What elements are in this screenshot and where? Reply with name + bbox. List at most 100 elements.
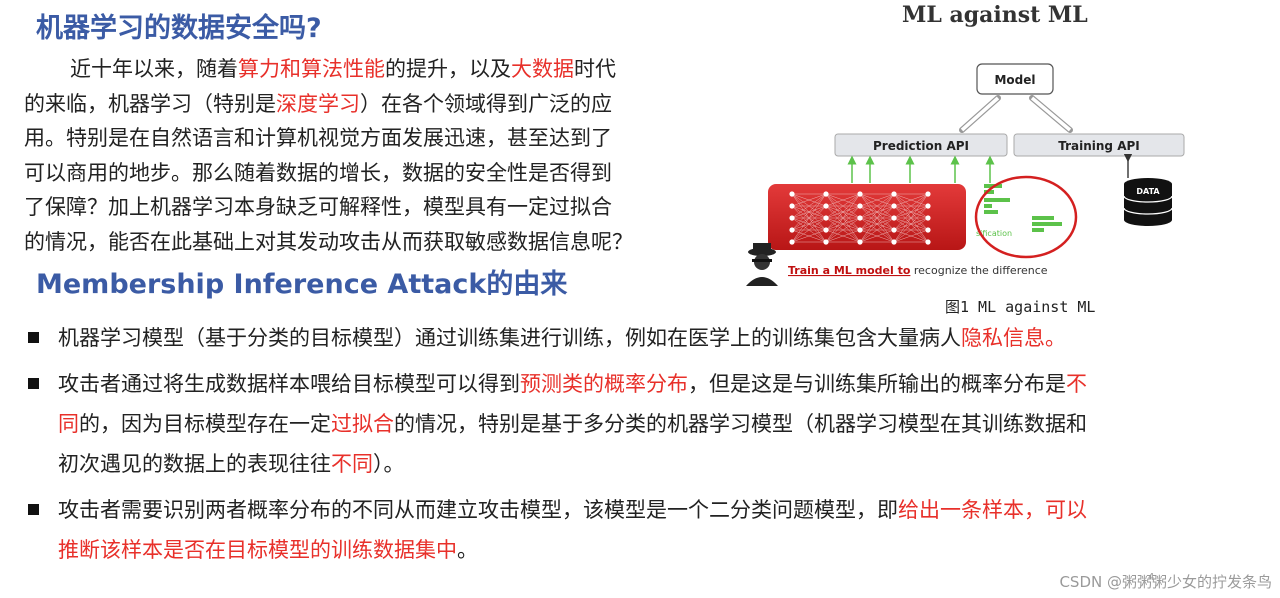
ml-diagram: Model Prediction API Training API <box>746 63 1185 286</box>
highlight-text: 推断该样本是否在目标模型的训练数据集中 <box>58 538 457 562</box>
square-bullet-icon <box>28 378 39 389</box>
probability-bar <box>1032 228 1044 232</box>
highlight-text: 预测类的概率分布 <box>520 372 688 396</box>
body-text: ）。 <box>373 452 405 476</box>
network-node <box>789 203 795 209</box>
network-node <box>891 203 897 209</box>
prediction-api-box: Prediction API <box>834 133 1008 157</box>
body-text: 了保障？加上机器学习本身缺乏可解释性，模型具有一定过拟合 <box>24 195 612 219</box>
body-text: 时代 <box>574 57 616 81</box>
text-line: 同的，因为目标模型存在一定过拟合的情况，特别是基于多分类的机器学习模型（机器学习… <box>58 404 1274 444</box>
figure-title: ML against ML <box>902 2 1088 28</box>
network-node <box>891 191 897 197</box>
network-node <box>891 215 897 221</box>
network-node <box>925 239 931 245</box>
body-text: 近十年以来，随着 <box>70 57 238 81</box>
body-text: 机器学习模型（基于分类的目标模型）通过训练集进行训练，例如在医学上的训练集包含大… <box>58 326 961 350</box>
text-line: 机器学习模型（基于分类的目标模型）通过训练集进行训练，例如在医学上的训练集包含大… <box>58 318 1274 358</box>
probability-bar <box>984 204 992 208</box>
body-text: 的，因为目标模型存在一定 <box>79 412 331 436</box>
text-line: 用。特别是在自然语言和计算机视觉方面发展迅速，甚至达到了 <box>24 121 724 156</box>
text-line: 近十年以来，随着算力和算法性能的提升，以及大数据时代 <box>24 52 724 87</box>
body-text: 攻击者需要识别两者概率分布的不同从而建立攻击模型，该模型是一个二分类问题模型，即 <box>58 498 898 522</box>
highlight-text: 大数据 <box>511 57 574 81</box>
highlight-text: 同 <box>58 412 79 436</box>
highlight-text: 深度学习 <box>276 91 360 116</box>
highlight-text: 不 <box>1066 372 1087 396</box>
highlight-text: 隐私信息。 <box>961 326 1066 350</box>
network-node <box>789 227 795 233</box>
network-node <box>789 239 795 245</box>
body-text: ）在各个领域得到广泛的应 <box>360 91 612 116</box>
neural-network-block <box>768 184 966 250</box>
square-bullet-icon <box>28 332 39 343</box>
body-text: 攻击者通过将生成数据样本喂给目标模型可以得到 <box>58 372 520 396</box>
text-line: 攻击者需要识别两者概率分布的不同从而建立攻击模型，该模型是一个二分类问题模型，即… <box>58 490 1274 530</box>
body-text: 可以商用的地步。那么随着数据的增长，数据的安全性是否得到 <box>24 160 612 185</box>
probability-bar <box>1032 216 1054 220</box>
intro-paragraph: 近十年以来，随着算力和算法性能的提升，以及大数据时代的来临，机器学习（特别是深度… <box>24 52 724 259</box>
text-line: 初次遇见的数据上的表现往往不同）。 <box>58 444 1274 484</box>
csdn-watermark: CSDN @粥粥粥少女的拧发条鸟 <box>1059 573 1272 591</box>
bullet-list: 机器学习模型（基于分类的目标模型）通过训练集进行训练，例如在医学上的训练集包含大… <box>24 318 1274 576</box>
train-caption: Train a ML model to recognize the differ… <box>788 264 1048 277</box>
highlight-text: 不同 <box>331 452 373 476</box>
body-text: ，但是这是与训练集所输出的概率分布是 <box>688 372 1066 396</box>
text-line: 推断该样本是否在目标模型的训练数据集中。 <box>58 530 1274 570</box>
network-node <box>857 203 863 209</box>
text-line: 的情况，能否在此基础上对其发动攻击从而获取敏感数据信息呢？ <box>24 225 724 260</box>
network-node <box>857 239 863 245</box>
database-icon: DATA <box>1123 178 1173 226</box>
probability-bar <box>984 210 998 214</box>
body-text: 的情况，能否在此基础上对其发动攻击从而获取敏感数据信息呢？ <box>24 229 633 254</box>
model-label: Model <box>994 73 1035 87</box>
text-line: 的来临，机器学习（特别是深度学习）在各个领域得到广泛的应 <box>24 87 724 122</box>
probability-bars <box>984 184 1062 232</box>
highlight-text: 给出一条样本，可以 <box>898 498 1087 522</box>
body-text: 的提升，以及 <box>385 57 511 81</box>
figure-ml-against-ml: ML against ML Model <box>740 0 1190 320</box>
network-node <box>891 227 897 233</box>
prediction-green-arrows <box>847 155 995 183</box>
bullet-item: 攻击者通过将生成数据样本喂给目标模型可以得到预测类的概率分布，但是这是与训练集所… <box>24 364 1274 484</box>
network-node <box>857 215 863 221</box>
training-api-box: Training API <box>1013 133 1185 157</box>
network-node <box>789 191 795 197</box>
body-text: 初次遇见的数据上的表现往往 <box>58 452 331 476</box>
network-node <box>925 191 931 197</box>
network-node <box>891 239 897 245</box>
network-node <box>823 239 829 245</box>
body-text: 用。特别是在自然语言和计算机视觉方面发展迅速，甚至达到了 <box>24 126 612 150</box>
network-node <box>823 191 829 197</box>
highlight-circle <box>974 175 1078 259</box>
body-text: 。 <box>457 538 478 562</box>
network-node <box>925 203 931 209</box>
hacker-icon <box>746 243 778 286</box>
network-node <box>857 191 863 197</box>
data-label: DATA <box>1136 187 1160 196</box>
square-bullet-icon <box>28 504 39 515</box>
network-node <box>857 227 863 233</box>
highlight-text: 算力和算法性能 <box>238 57 385 81</box>
text-line: 可以商用的地步。那么随着数据的增长，数据的安全性是否得到 <box>24 156 724 191</box>
bullet-item: 机器学习模型（基于分类的目标模型）通过训练集进行训练，例如在医学上的训练集包含大… <box>24 318 1274 358</box>
prediction-api-label: Prediction API <box>873 139 969 153</box>
text-line: 了保障？加上机器学习本身缺乏可解释性，模型具有一定过拟合 <box>24 190 724 225</box>
network-node <box>789 215 795 221</box>
body-text: 的情况，特别是基于多分类的机器学习模型（机器学习模型在其训练数据和 <box>394 412 1087 436</box>
network-node <box>823 215 829 221</box>
training-api-label: Training API <box>1058 139 1140 153</box>
network-node <box>925 227 931 233</box>
section-heading-data-security: 机器学习的数据安全吗? <box>36 13 322 44</box>
probability-bar <box>984 198 1010 202</box>
model-node: Model <box>976 63 1054 95</box>
network-node <box>823 203 829 209</box>
bullet-item: 攻击者需要识别两者概率分布的不同从而建立攻击模型，该模型是一个二分类问题模型，即… <box>24 490 1274 570</box>
text-line: 攻击者通过将生成数据样本喂给目标模型可以得到预测类的概率分布，但是这是与训练集所… <box>58 364 1274 404</box>
highlight-text: 过拟合 <box>331 412 394 436</box>
probability-bar <box>984 190 994 194</box>
figure-caption: 图1 ML against ML <box>945 298 1096 316</box>
body-text: 的来临，机器学习（特别是 <box>24 91 276 116</box>
section-heading-mia-origin: Membership Inference Attack的由来 <box>36 269 568 300</box>
probability-bar <box>1032 222 1062 226</box>
